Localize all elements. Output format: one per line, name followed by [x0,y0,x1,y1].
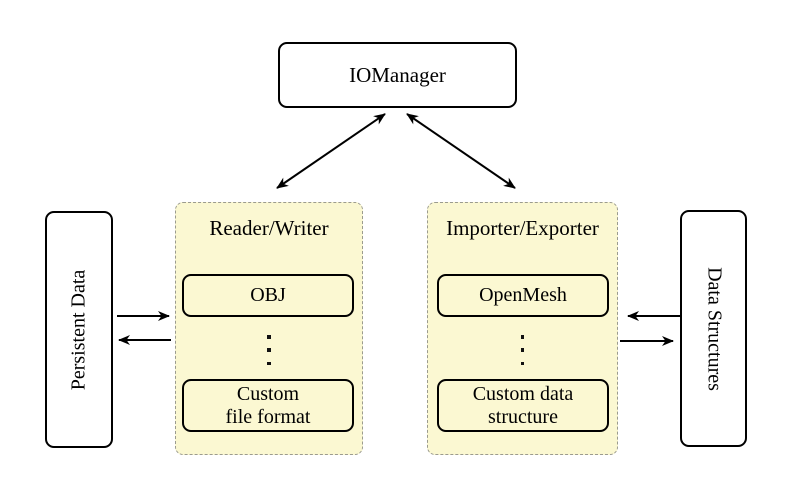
vdots-icon [428,335,617,365]
iomanager-label: IOManager [349,62,446,87]
persistent-data-label: Persistent Data [67,269,90,390]
openmesh-box: OpenMesh [437,274,609,317]
custom-file-format-label: Custom file format [225,382,311,428]
data-structures-label: Data Structures [703,266,725,391]
reader-writer-panel: Reader/Writer OBJ Custom file format [175,202,363,455]
vdots-icon [176,335,362,365]
custom-data-structure-label: Custom data structure [472,382,574,428]
importer-exporter-panel: Importer/Exporter OpenMesh Custom data s… [427,202,618,455]
custom-file-format-box: Custom file format [182,379,354,432]
data-structures-box: Data Structures [680,210,747,447]
arrow-iomanager-importerexporter [406,113,516,189]
persistent-data-box: Persistent Data [45,211,113,448]
reader-writer-title: Reader/Writer [209,216,329,240]
importer-exporter-title: Importer/Exporter [446,216,599,240]
obj-label: OBJ [250,284,286,306]
iomanager-box: IOManager [278,42,517,108]
arrow-iomanager-readerwriter [276,113,386,189]
openmesh-label: OpenMesh [479,284,567,306]
obj-box: OBJ [182,274,354,317]
custom-data-structure-box: Custom data structure [437,379,609,432]
